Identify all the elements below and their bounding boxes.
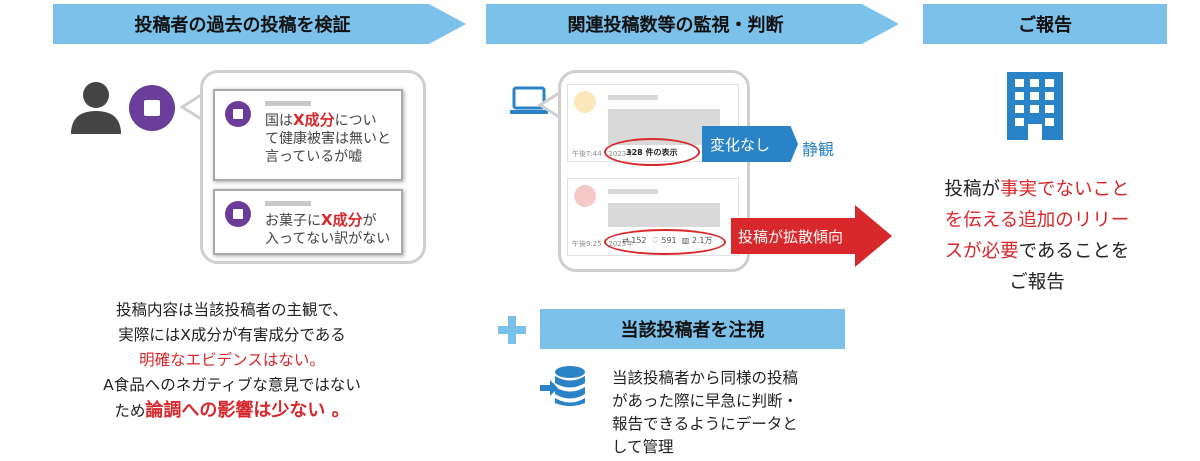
header-monitor: 関連投稿数等の監視・判断 xyxy=(486,4,899,44)
past-posts-bubble: 国はX成分につい て健康被害は無いと 言っているが嘘 お菓子にX成分が 入ってな… xyxy=(200,70,426,264)
watch-title: 当該投稿者を注視 xyxy=(620,320,765,341)
assessment-line2: 実際にはX成分が有害成分である xyxy=(118,326,346,344)
report-line1: 投稿が事実でないこと xyxy=(944,179,1130,200)
building-icon xyxy=(1007,72,1063,140)
post-text: お菓子にX成分が xyxy=(265,211,377,229)
no-change-label: 変化なし xyxy=(710,135,771,154)
report-text: 投稿が事実でないこと を伝える追加のリリー スが必要であることを ご報告 xyxy=(902,174,1172,298)
account-avatar-icon xyxy=(129,85,175,131)
post-date: 午後9:25 · 2023年 xyxy=(572,240,634,248)
watch-description: 当該投稿者から同様の投稿 があった際に早急に判断・ 報告できるようにデータと し… xyxy=(612,367,798,459)
post-text-line2: 入ってない訳がない xyxy=(265,231,391,247)
watch-desc-line1: 当該投稿者から同様の投稿 xyxy=(612,369,799,387)
spreading-label: 投稿が拡散傾向 xyxy=(738,228,844,246)
post-text: 国はX成分につい xyxy=(265,111,377,129)
post-text-line2: て健康被害は無いと xyxy=(265,131,391,147)
report-line2: を伝える追加のリリー xyxy=(944,210,1130,231)
past-post-2: お菓子にX成分が 入ってない訳がない xyxy=(213,189,403,255)
watch-desc-line4: して管理 xyxy=(612,438,674,456)
views-highlight xyxy=(604,138,700,166)
report-line3: スが必要であることを xyxy=(944,241,1130,262)
past-post-1: 国はX成分につい て健康被害は無いと 言っているが嘘 xyxy=(213,89,403,181)
post-text-line3: 言っているが嘘 xyxy=(265,149,363,165)
person-icon xyxy=(71,82,121,134)
assessment-line5: ため論調への影響は少ない 。 xyxy=(114,400,350,421)
watch-desc-line3: 報告できるようにデータと xyxy=(612,415,798,433)
post-avatar-icon xyxy=(574,91,596,113)
post-avatar-icon xyxy=(574,185,596,207)
header-verify-label: 投稿者の過去の投稿を検証 xyxy=(134,15,351,36)
assessment-line1: 投稿内容は当該投稿者の主観で、 xyxy=(116,301,348,319)
plus-icon xyxy=(498,316,526,344)
assessment-line4: A食品へのネガティブな意見ではない xyxy=(103,376,361,394)
watch-desc-line2: があった際に早急に判断・ xyxy=(612,392,799,410)
assessment-line3: 明確なエビデンスはない。 xyxy=(139,351,325,369)
header-report: ご報告 xyxy=(923,4,1167,44)
header-verify: 投稿者の過去の投稿を検証 xyxy=(53,4,466,44)
laptop-icon xyxy=(510,86,548,114)
post-avatar-icon xyxy=(225,101,251,127)
no-change-action: 静観 xyxy=(802,140,835,159)
report-line4: ご報告 xyxy=(1009,272,1065,293)
no-change-arrow: 変化なし xyxy=(702,126,798,162)
post-date: 午後7:44 · 2023年 xyxy=(572,150,634,158)
watch-banner: 当該投稿者を注視 xyxy=(540,309,845,349)
header-report-label: ご報告 xyxy=(1018,15,1072,36)
header-monitor-label: 関連投稿数等の監視・判断 xyxy=(567,15,784,36)
database-import-icon xyxy=(540,366,585,406)
engagement-highlight xyxy=(604,229,726,255)
post-avatar-icon xyxy=(225,201,251,227)
assessment-text: 投稿内容は当該投稿者の主観で、 実際にはX成分が有害成分である 明確なエビデンス… xyxy=(38,298,426,424)
